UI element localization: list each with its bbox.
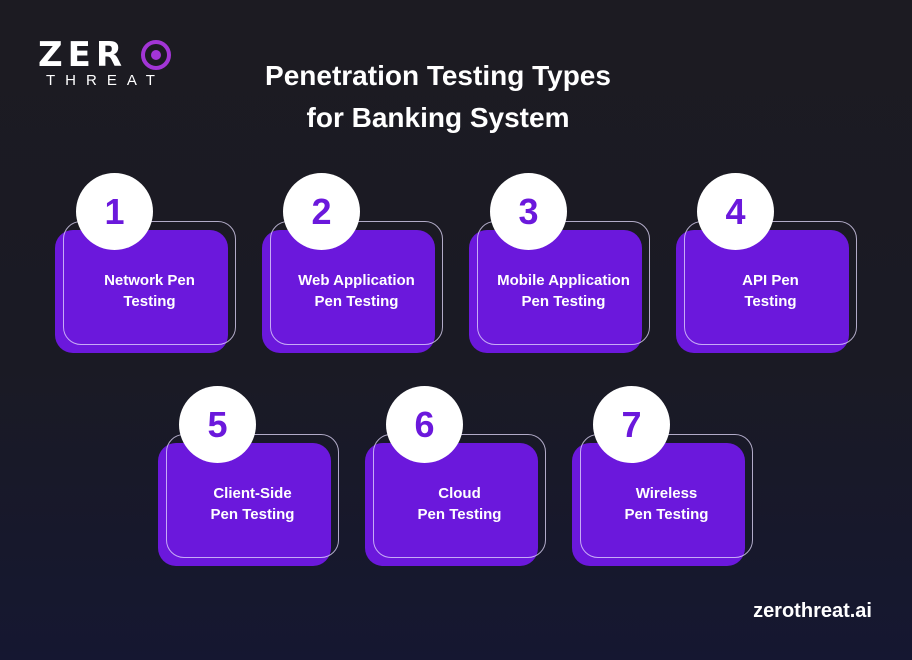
card-label-line-1: Cloud	[438, 485, 481, 502]
card-label-line-1: Wireless	[635, 485, 698, 502]
card-label-line-2: Testing	[744, 293, 797, 310]
card-label-line-2: Pen Testing	[521, 293, 606, 310]
card-label-line-2: Pen Testing	[624, 506, 709, 523]
card-web-application-pen-testing: 2 Web Application Pen Testing	[262, 172, 446, 353]
card-label-line-2: Pen Testing	[417, 506, 502, 523]
number-badge: 7	[593, 386, 670, 463]
card-label-line-2: Pen Testing	[210, 506, 295, 523]
card-mobile-application-pen-testing: 3 Mobile Application Pen Testing	[469, 172, 653, 353]
card-label: API Pen Testing	[676, 270, 857, 312]
target-circle-icon	[141, 40, 171, 70]
card-label-line-1: Mobile Application	[497, 272, 630, 289]
title-line-1: Penetration Testing Types	[265, 60, 611, 91]
card-label-line-1: API Pen	[742, 272, 799, 289]
number-badge: 1	[76, 173, 153, 250]
card-fill	[365, 443, 538, 566]
website-url: zerothreat.ai	[753, 600, 872, 622]
card-label: Web Application Pen Testing	[262, 270, 443, 312]
card-fill	[676, 230, 849, 353]
card-label: Wireless Pen Testing	[572, 483, 753, 525]
logo-threat-text: THREAT	[46, 72, 165, 89]
card-label-line-1: Client-Side	[213, 485, 292, 502]
zerothreat-logo: ZER THREAT	[38, 38, 173, 93]
card-label: Network Pen Testing	[55, 270, 236, 312]
logo-zero-text: ZER	[38, 35, 128, 75]
card-api-pen-testing: 4 API Pen Testing	[676, 172, 860, 353]
card-fill	[158, 443, 331, 566]
number-badge: 4	[697, 173, 774, 250]
number-badge: 6	[386, 386, 463, 463]
card-fill	[572, 443, 745, 566]
page-title: Penetration Testing Types for Banking Sy…	[0, 55, 912, 139]
number-badge: 3	[490, 173, 567, 250]
card-label: Client-Side Pen Testing	[158, 483, 339, 525]
card-fill	[55, 230, 228, 353]
title-line-2: for Banking System	[306, 102, 570, 133]
card-label-line-1: Web Application	[298, 272, 415, 289]
card-network-pen-testing: 1 Network Pen Testing	[55, 172, 239, 353]
card-label-line-1: Network Pen	[104, 272, 195, 289]
card-fill	[262, 230, 435, 353]
number-badge: 5	[179, 386, 256, 463]
card-label: Mobile Application Pen Testing	[469, 270, 650, 312]
card-client-side-pen-testing: 5 Client-Side Pen Testing	[158, 385, 342, 566]
card-label: Cloud Pen Testing	[365, 483, 546, 525]
card-label-line-2: Testing	[123, 293, 176, 310]
card-label-line-2: Pen Testing	[314, 293, 399, 310]
card-fill	[469, 230, 642, 353]
number-badge: 2	[283, 173, 360, 250]
card-cloud-pen-testing: 6 Cloud Pen Testing	[365, 385, 549, 566]
card-wireless-pen-testing: 7 Wireless Pen Testing	[572, 385, 756, 566]
